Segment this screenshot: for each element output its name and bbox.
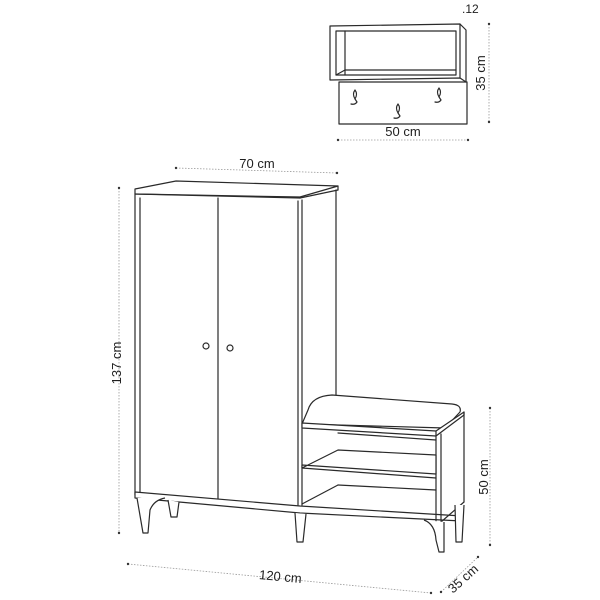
overall-depth-label: 35 cm — [445, 561, 481, 596]
overall-depth-dimension-line — [440, 556, 479, 593]
shelf-height-label: 35 cm — [473, 55, 488, 90]
cabinet — [134, 180, 463, 543]
shelf-depth-label: .12 — [462, 2, 479, 16]
door-knob-icon — [202, 342, 210, 350]
shelf-box — [329, 23, 467, 83]
cabinet-leg — [136, 497, 166, 534]
cabinet-height-label: 137 cm — [109, 342, 124, 385]
wall-shelf: 50 cm 35 cm .12 — [329, 2, 491, 142]
cabinet-width-label: 70 cm — [239, 156, 274, 171]
overall-width-label: 120 cm — [258, 567, 302, 586]
bench-leg — [454, 504, 465, 543]
cabinet-top — [134, 180, 339, 198]
coat-hook-icon — [393, 103, 401, 119]
coat-hook-icon — [434, 87, 442, 103]
door-knob-icon — [226, 344, 234, 352]
bench-height-label: 50 cm — [476, 459, 491, 494]
hook-panel — [338, 81, 468, 125]
cabinet-leg — [167, 499, 180, 518]
bench-shelf — [301, 449, 437, 475]
bench-leg — [423, 519, 445, 553]
bench-cushion — [301, 394, 461, 429]
shoe-bench — [301, 394, 465, 553]
cabinet-leg — [294, 512, 307, 543]
coat-hook-icon — [350, 89, 358, 105]
shelf-width-label: 50 cm — [385, 124, 420, 139]
